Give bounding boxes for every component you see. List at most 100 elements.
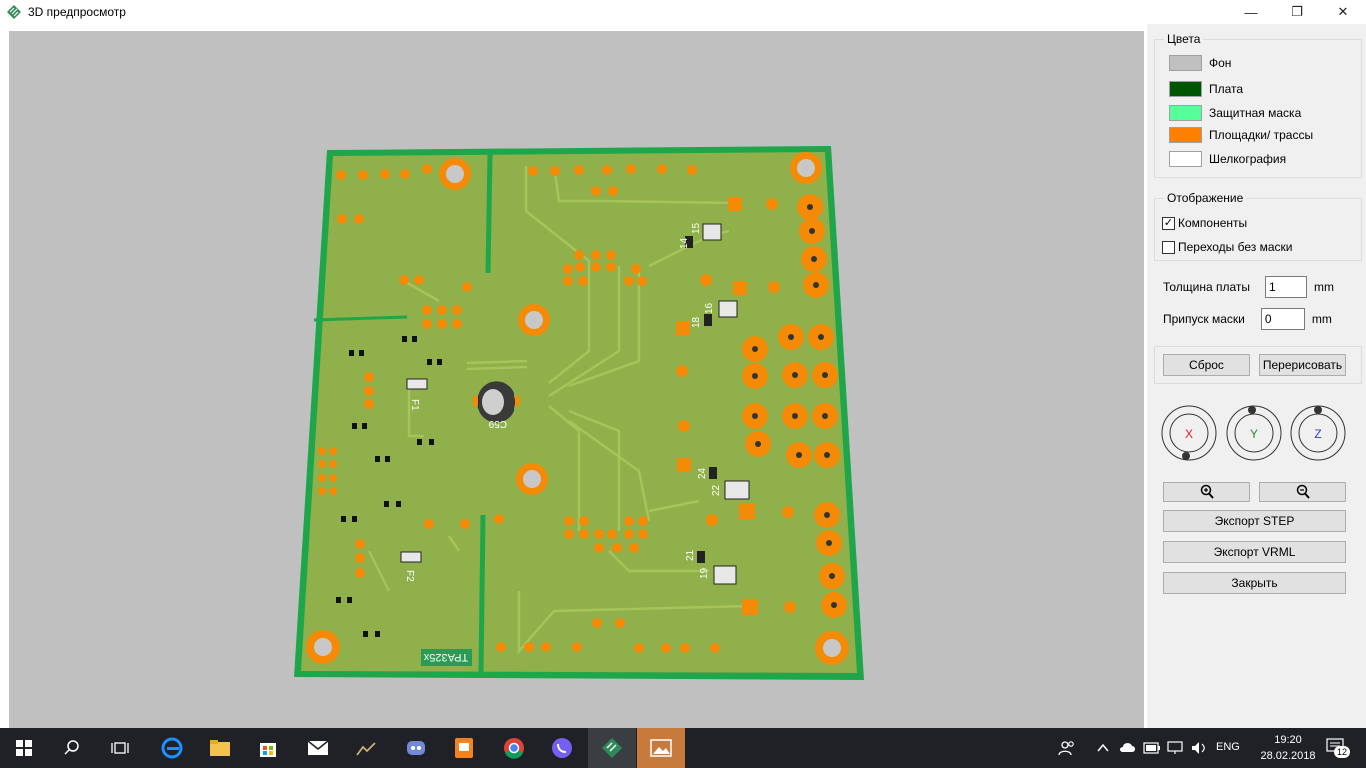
mask-clearance-unit: mm	[1311, 312, 1332, 326]
mask-color-swatch[interactable]	[1169, 105, 1202, 121]
taskbar-photos[interactable]	[637, 728, 685, 768]
settings-panel: Цвета Фон Плата Защитная маска Площадки/…	[1147, 24, 1366, 728]
minimize-button[interactable]: —	[1244, 4, 1258, 20]
designator-19: 19	[699, 567, 710, 579]
zoom-in-icon	[1200, 484, 1214, 499]
rotate-z-control[interactable]: Z	[1290, 405, 1346, 461]
designator-22: 22	[711, 484, 722, 496]
color-row-pads[interactable]: Площадки/ трассы	[1169, 127, 1313, 143]
pdf-icon	[455, 738, 473, 758]
taskbar-app-tool[interactable]	[342, 728, 390, 768]
cloud-icon[interactable]	[1118, 740, 1138, 754]
silkscreen-color-swatch[interactable]	[1169, 151, 1202, 167]
clock-time: 19:20	[1274, 734, 1302, 746]
taskbar-edge[interactable]	[148, 728, 196, 768]
vias-checkbox[interactable]	[1162, 240, 1175, 254]
small-vias	[318, 164, 796, 653]
chrome-icon	[504, 738, 524, 759]
volume-icon[interactable]	[1190, 740, 1208, 756]
designator-14: 14	[679, 237, 690, 249]
task-view-button[interactable]	[96, 728, 144, 768]
board-body	[301, 152, 857, 673]
taskbar-discord[interactable]	[392, 728, 440, 768]
taskbar-store[interactable]	[244, 728, 292, 768]
axis-z-label: Z	[1314, 427, 1321, 441]
taskbar-pdf[interactable]	[440, 728, 488, 768]
mask-clearance-row: Припуск маски mm	[1163, 308, 1332, 330]
color-row-mask[interactable]: Защитная маска	[1169, 105, 1301, 121]
taskbar-chrome[interactable]	[490, 728, 538, 768]
board-color-swatch[interactable]	[1169, 81, 1202, 97]
taskbar-viber[interactable]	[538, 728, 586, 768]
mask-clearance-input[interactable]	[1260, 308, 1305, 330]
chevron-up-icon[interactable]	[1096, 741, 1110, 755]
designator-15: 15	[691, 222, 702, 234]
designator-18: 18	[691, 316, 702, 328]
components-option[interactable]: ✓ Компоненты	[1162, 216, 1247, 230]
maximize-button[interactable]: ❐	[1291, 4, 1303, 19]
close-button[interactable]: Закрыть	[1163, 572, 1346, 594]
action-center-button[interactable]: 12	[1326, 738, 1351, 758]
mask-color-label: Защитная маска	[1209, 106, 1302, 120]
board-thickness-row: Толщина платы mm	[1163, 276, 1334, 298]
pads-color-swatch[interactable]	[1169, 127, 1202, 143]
store-icon	[260, 743, 276, 757]
redraw-button[interactable]: Перерисовать	[1259, 354, 1346, 376]
divider-2	[478, 514, 486, 674]
color-row-silkscreen[interactable]: Шелкография	[1169, 151, 1286, 167]
people-icon[interactable]	[1058, 739, 1076, 757]
designator-f2: F2	[404, 570, 415, 582]
close-window-button[interactable]: ✕	[1337, 4, 1349, 19]
reset-button[interactable]: Сброс	[1163, 354, 1250, 376]
vias-option[interactable]: Переходы без маски	[1162, 240, 1292, 254]
rotate-x-control[interactable]: X	[1161, 405, 1217, 461]
colors-group-title: Цвета	[1164, 32, 1204, 46]
connector-pad-holes	[752, 204, 837, 608]
language-indicator[interactable]: ENG	[1216, 741, 1240, 753]
board-thickness-unit: mm	[1314, 280, 1335, 294]
folder-icon	[210, 740, 230, 756]
board-thickness-input[interactable]	[1265, 276, 1308, 298]
background-color-swatch[interactable]	[1169, 55, 1202, 71]
actions-group	[1154, 346, 1362, 384]
search-button[interactable]	[48, 728, 96, 768]
taskbar-explorer[interactable]	[196, 728, 244, 768]
display-group-title: Отображение	[1164, 191, 1247, 205]
designator-24: 24	[697, 467, 708, 479]
zoom-out-button[interactable]	[1259, 482, 1346, 502]
task-view-icon	[111, 742, 129, 754]
components-checkbox[interactable]: ✓	[1162, 216, 1175, 230]
mask-clearance-label: Припуск маски	[1163, 312, 1245, 326]
3d-viewport[interactable]: C59 F1 F2 14 15 16 18 21 19 22 24 TPA325…	[9, 31, 1144, 728]
colors-group: Цвета Фон Плата Защитная маска Площадки/…	[1154, 32, 1362, 178]
rotate-y-control[interactable]: Y	[1226, 405, 1282, 461]
taskbar-mail[interactable]	[294, 728, 342, 768]
search-icon	[64, 740, 79, 755]
mounting-holes	[306, 152, 849, 665]
color-row-background[interactable]: Фон	[1169, 55, 1231, 71]
network-icon[interactable]	[1166, 740, 1184, 756]
viber-icon	[552, 738, 572, 758]
start-button[interactable]	[0, 728, 48, 768]
color-row-board[interactable]: Плата	[1169, 81, 1243, 97]
zoom-in-button[interactable]	[1163, 482, 1250, 502]
taskbar-pcb-app[interactable]	[588, 728, 636, 768]
export-step-button[interactable]: Экспорт STEP	[1163, 510, 1346, 532]
app-icon	[7, 5, 21, 19]
battery-icon[interactable]	[1143, 741, 1161, 755]
taskbar: ENG 19:20 28.02.2018 12	[0, 728, 1366, 768]
smd-components	[400, 223, 750, 585]
windows-icon	[16, 740, 32, 756]
square-pads	[676, 197, 758, 615]
pcb-app-icon	[602, 738, 622, 758]
divider-1	[485, 153, 493, 274]
clock-date: 28.02.2018	[1260, 750, 1316, 762]
clock[interactable]: 19:20 28.02.2018	[1258, 732, 1318, 764]
board-color-label: Плата	[1209, 82, 1244, 96]
notification-badge: 12	[1334, 746, 1351, 758]
designator-c59: C59	[488, 418, 507, 429]
export-vrml-button[interactable]: Экспорт VRML	[1163, 541, 1346, 563]
axis-x-label: X	[1185, 427, 1193, 441]
background-color-label: Фон	[1209, 56, 1232, 70]
designator-21: 21	[685, 549, 696, 561]
